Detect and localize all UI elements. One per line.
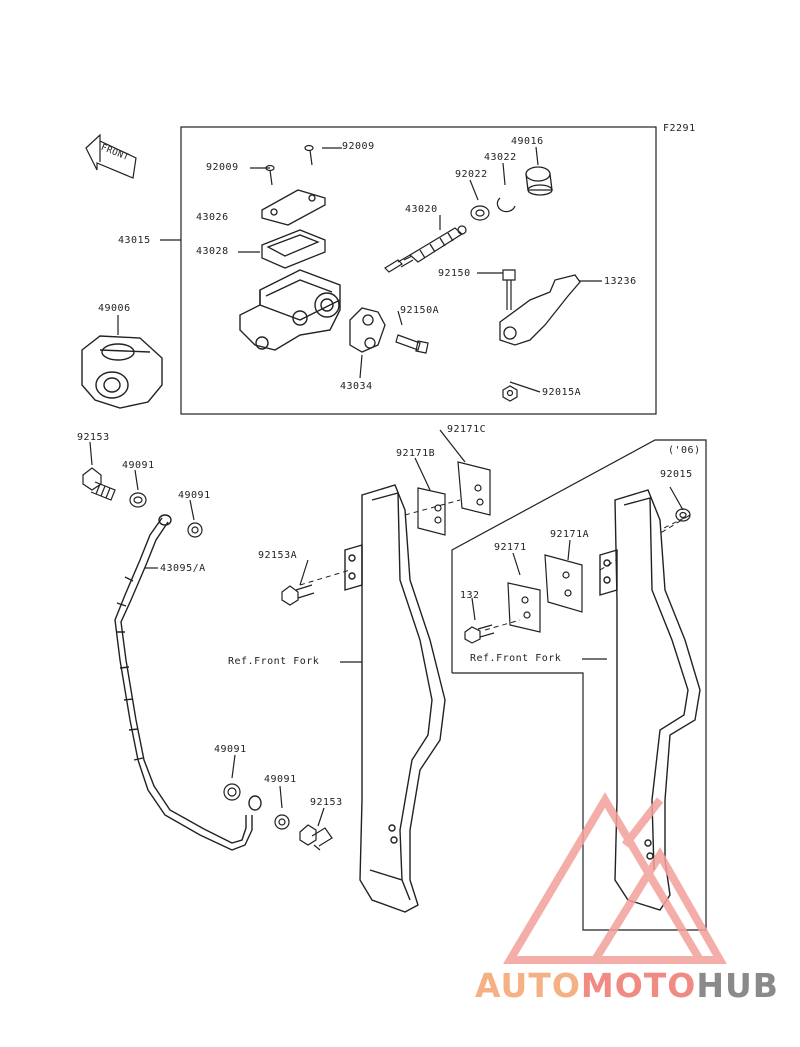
bracket-92171A (544, 554, 583, 613)
ref-front-fork-label-right: Ref.Front Fork (470, 653, 562, 664)
piston-assembly-43020 (384, 225, 467, 273)
watermark-auto: AUTO (475, 966, 581, 1005)
part-label-43095: 43095/A (160, 563, 206, 574)
washer-49091-a (129, 492, 147, 508)
part-label-43028: 43028 (196, 246, 229, 257)
master-cylinder-body (239, 269, 341, 351)
part-label-43026: 43026 (196, 212, 229, 223)
bracket-92171B (417, 487, 446, 536)
part-label-43020: 43020 (405, 204, 438, 215)
part-label-49091-b: 49091 (178, 490, 211, 501)
part-label-92171A: 92171A (550, 529, 590, 540)
boot-49016 (525, 166, 553, 196)
watermark-hub: HUB (696, 966, 779, 1005)
part-label-92015A: 92015A (542, 387, 582, 398)
part-label-92150A: 92150A (400, 305, 440, 316)
part-label-49006: 49006 (98, 303, 131, 314)
banjo-bolt-92153-b (299, 824, 333, 851)
front-arrow-icon (85, 133, 137, 179)
banjo-bolt-92153-a (82, 467, 116, 501)
watermark-moto: MOTO (580, 966, 697, 1005)
part-label-49091-a: 49091 (122, 460, 155, 471)
bolt-92153A (281, 584, 315, 606)
part-label-49016: 49016 (511, 136, 544, 147)
bracket-92171C (457, 461, 491, 516)
bolt-132 (464, 624, 495, 644)
part-label-43022: 43022 (484, 152, 517, 163)
part-label-132: 132 (460, 590, 480, 601)
washer-49091-d (274, 814, 290, 830)
part-label-92009-b: 92009 (342, 141, 375, 152)
washer-49091-b (187, 522, 203, 538)
cover-49006 (81, 335, 163, 409)
part-label-92153-b: 92153 (310, 797, 343, 808)
year-06-group-box (451, 439, 707, 931)
part-label-92171C: 92171C (447, 424, 487, 435)
part-label-92153-a: 92153 (77, 432, 110, 443)
washer-92022 (470, 205, 490, 221)
bolt-92150A (395, 334, 429, 354)
nut-92015A (502, 385, 518, 402)
circlip-43022 (496, 197, 516, 213)
washer-92015 (675, 508, 691, 522)
ref-front-fork-label-left: Ref.Front Fork (228, 656, 320, 667)
part-label-43034: 43034 (340, 381, 373, 392)
watermark-logo-icon (502, 792, 727, 964)
bolt-92150 (502, 269, 516, 310)
brake-hose-43095 (114, 514, 262, 851)
part-label-92171B: 92171B (396, 448, 436, 459)
part-label-92150: 92150 (438, 268, 471, 279)
figure-code: F2291 (663, 123, 696, 134)
fork-guard-right (599, 489, 701, 911)
part-label-92015: 92015 (660, 469, 693, 480)
master-cylinder-group-box (180, 126, 657, 415)
part-label-49091-d: 49091 (264, 774, 297, 785)
part-label-92009-a: 92009 (206, 162, 239, 173)
part-label-92022: 92022 (455, 169, 488, 180)
washer-49091-c (223, 783, 241, 801)
year-note: ('06) (668, 445, 701, 456)
cap-43026 (261, 189, 326, 226)
fork-guard-left (344, 484, 446, 913)
screw-92009-b (304, 144, 314, 166)
screw-92009-a (265, 164, 275, 186)
diaphragm-43028 (261, 229, 326, 269)
bracket-92171 (507, 582, 541, 633)
part-label-92153A: 92153A (258, 550, 298, 561)
part-label-43015: 43015 (118, 235, 151, 246)
part-label-49091-c: 49091 (214, 744, 247, 755)
clamp-43034 (349, 307, 386, 353)
part-label-92171: 92171 (494, 542, 527, 553)
part-label-13236: 13236 (604, 276, 637, 287)
lever-13236 (499, 274, 581, 346)
watermark-text: AUTOMOTOHUB (475, 966, 779, 1005)
